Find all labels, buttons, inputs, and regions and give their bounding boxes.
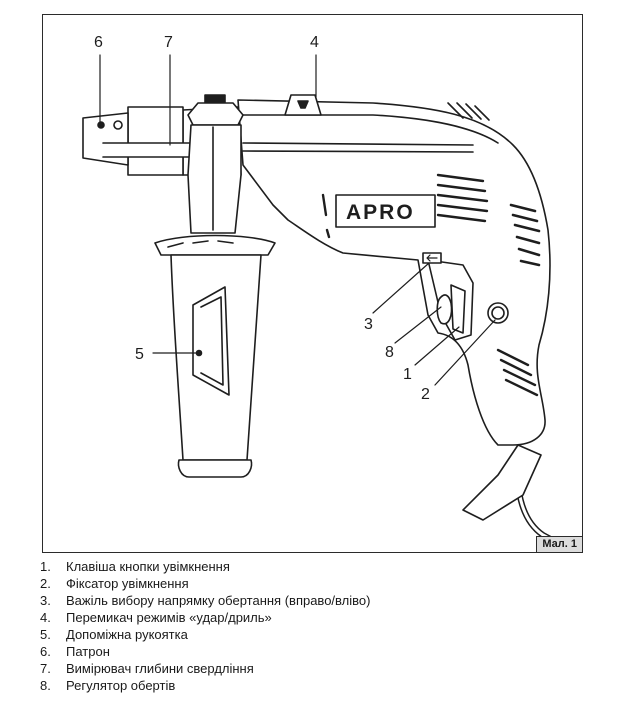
legend-number: 7.	[40, 661, 51, 676]
trigger-button	[450, 284, 466, 334]
legend-text: Патрон	[66, 644, 110, 659]
legend-item: 4. Перемикач режимів «удар/дриль»	[40, 609, 370, 626]
callout-2: 2	[421, 386, 430, 403]
legend-number: 4.	[40, 610, 51, 625]
chuck	[127, 106, 184, 176]
legend-item: 3. Важіль вибору напрямку обертання (впра…	[40, 592, 370, 609]
callout-3: 3	[364, 316, 373, 333]
depth-gauge	[102, 142, 202, 158]
legend-item: 5. Допоміжна рукоятка	[40, 626, 370, 643]
legend-item: 7. Вимірювач глибини свердління	[40, 660, 370, 677]
brand-plate	[335, 194, 436, 228]
side-handle-guard	[154, 234, 276, 256]
brand-logo-text: APRO	[346, 201, 415, 224]
figure-caption: Мал. 1	[536, 536, 582, 552]
cord-boot	[462, 444, 542, 521]
parts-legend: 1. Клавіша кнопки увімкнення 2. Фіксатор у…	[40, 558, 370, 694]
legend-text: Фіксатор увімкнення	[66, 576, 189, 591]
callout-6: 6	[94, 34, 103, 51]
legend-text: Регулятор обертів	[66, 678, 176, 693]
legend-number: 8.	[40, 678, 51, 693]
legend-item: 8. Регулятор обертів	[40, 677, 370, 694]
legend-text: Клавіша кнопки увімкнення	[66, 559, 230, 574]
side-handle-cap	[177, 459, 253, 478]
legend-number: 5.	[40, 627, 51, 642]
legend-item: 1. Клавіша кнопки увімкнення	[40, 558, 370, 575]
side-handle-neck	[187, 124, 242, 234]
legend-text: Вимірювач глибини свердління	[66, 661, 254, 676]
speed-regulator	[436, 294, 453, 325]
legend-number: 6.	[40, 644, 51, 659]
callout-1: 1	[403, 366, 412, 383]
drill-body	[237, 99, 551, 446]
legend-text: Допоміжна рукоятка	[66, 627, 188, 642]
figure-frame: APRO	[42, 14, 583, 553]
drill-illustration: APRO	[82, 34, 561, 546]
legend-text: Важіль вибору напрямку обертання (вправо…	[66, 593, 371, 608]
callout-5: 5	[135, 346, 144, 363]
legend-number: 1.	[40, 559, 51, 574]
callout-7: 7	[164, 34, 173, 51]
legend-number: 3.	[40, 593, 51, 608]
legend-number: 2.	[40, 576, 51, 591]
callout-4: 4	[310, 34, 319, 51]
legend-item: 6. Патрон	[40, 643, 370, 660]
callout-8: 8	[385, 344, 394, 361]
legend-text: Перемикач режимів «удар/дриль»	[66, 610, 272, 625]
legend-item: 2. Фіксатор увімкнення	[40, 575, 370, 592]
